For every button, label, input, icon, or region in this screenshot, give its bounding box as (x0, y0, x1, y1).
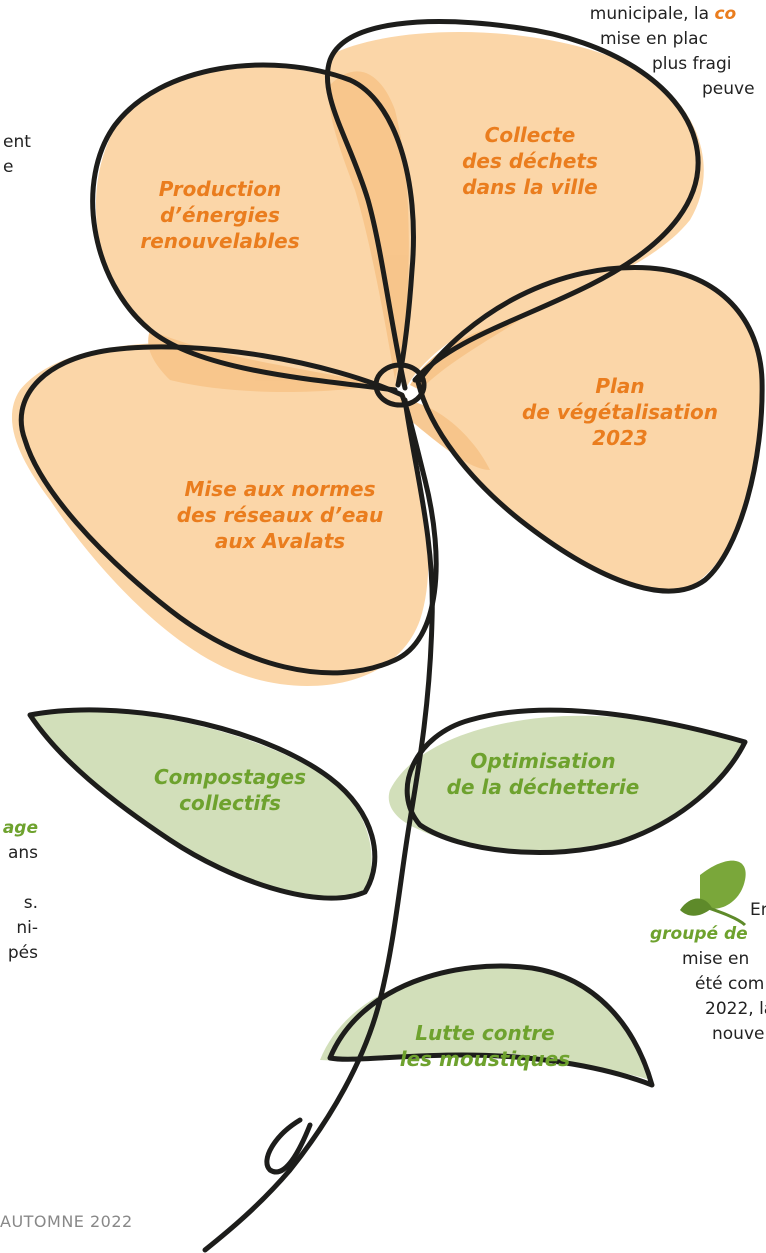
flower-center (373, 362, 427, 408)
leaf-fill-dechetterie (388, 715, 745, 851)
stem-loop (264, 1117, 313, 1175)
label-eau: Mise aux normes des réseaux d’eau aux Av… (176, 477, 384, 553)
leaf-outline-lutte (327, 963, 655, 1088)
leaf-fills (30, 711, 745, 1080)
label-moustiques: Lutte contre les moustiques (399, 1021, 571, 1071)
text-top-right: municipale, la co mise en plac plus frag… (589, 4, 755, 99)
label-dechets: Collecte des déchets dans la ville (462, 123, 598, 199)
petal-outline-energies (90, 62, 416, 393)
text-right-bottom: En (750, 900, 766, 920)
label-energies: Production d’énergies renouvelables (140, 177, 300, 253)
petal-outline-vegetalisation (415, 264, 765, 594)
label-vegetalisation: Plan de végétalisation 2023 (522, 374, 718, 450)
petal-fill-energies (96, 67, 413, 391)
text-right-bottom-body: groupé de mise en été com 2022, la nouve (650, 924, 766, 1044)
leaf-outline-compostage (27, 707, 378, 901)
text-top-left: ent e (3, 132, 31, 177)
petal-fill-eau (11, 343, 429, 686)
petal-fill-dechets (328, 32, 704, 390)
outline-strokes (18, 19, 765, 1253)
stem (202, 397, 435, 1253)
leaf-outline-dechetterie (404, 707, 748, 855)
text-left-mid: age ans s. ni- pés (2, 818, 38, 963)
footer-season: AUTOMNE 2022 (0, 1212, 133, 1231)
petal-outline-eau (18, 344, 439, 676)
leaf-fill-compostage (30, 711, 372, 897)
petal-fills (11, 32, 763, 686)
label-compostage: Compostages collectifs (153, 765, 307, 815)
petal-fill-vegetalisation (420, 269, 763, 592)
label-dechetterie: Optimisation de la déchetterie (446, 749, 640, 799)
petal-outline-dechets (324, 19, 701, 391)
leaf-fill-lutte (320, 967, 650, 1080)
leaf-sprout-icon (680, 860, 747, 927)
